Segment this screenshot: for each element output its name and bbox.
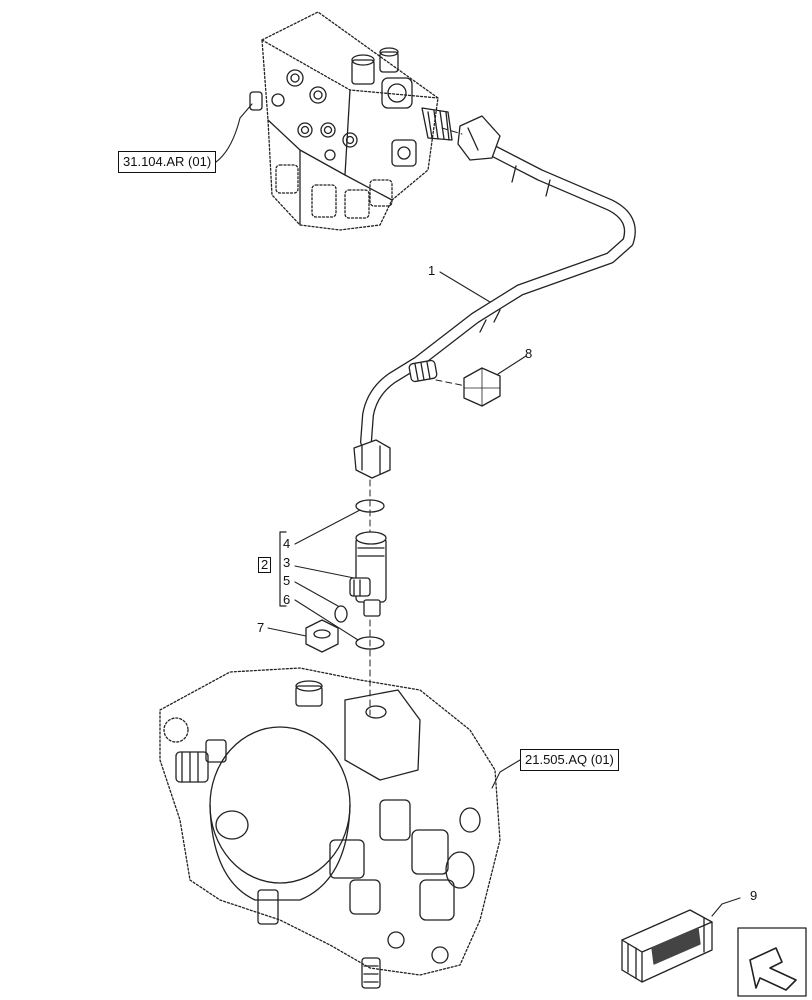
callout-4: 4	[283, 536, 291, 551]
callout-1: 1	[428, 263, 436, 278]
reference-label-lower-pump[interactable]: 21.505.AQ (01)	[520, 749, 619, 771]
callout-9: 9	[750, 888, 758, 903]
tee-fitting	[349, 531, 387, 617]
callout-7: 7	[257, 620, 265, 635]
callout-8: 8	[525, 346, 533, 361]
pump-assembly-illustration	[159, 667, 501, 989]
callout-2: 2	[258, 557, 272, 573]
callout-5: 5	[283, 573, 291, 588]
group-bracket	[279, 531, 287, 607]
callout-6: 6	[283, 592, 291, 607]
hex-nut	[305, 619, 339, 653]
callout-3: 3	[283, 555, 291, 570]
cap-nut	[463, 367, 501, 407]
o-rings	[334, 499, 385, 650]
reference-label-upper-valve[interactable]: 31.104.AR (01)	[118, 151, 217, 173]
assembly-centerlines	[369, 127, 467, 716]
hydraulic-pipe	[353, 115, 636, 479]
repair-kit-icon	[621, 909, 713, 983]
navigation-arrow-icon	[737, 927, 807, 997]
leader-lines	[215, 103, 741, 917]
control-valve-illustration	[249, 11, 453, 231]
